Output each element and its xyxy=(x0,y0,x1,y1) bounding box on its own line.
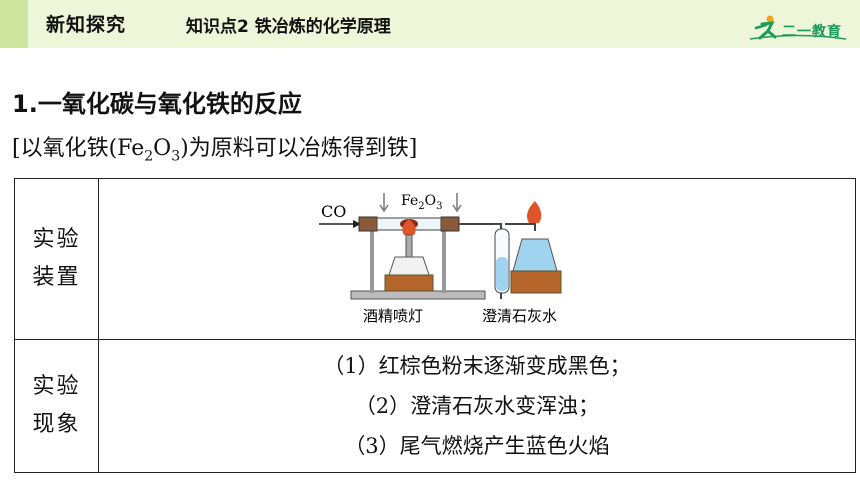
lamp-body xyxy=(388,256,430,276)
exhaust-wood-block xyxy=(510,270,562,294)
subheading: [以氧化铁(Fe2O3)为原料可以冶炼得到铁] xyxy=(12,130,417,164)
heat-arrow-left-icon xyxy=(379,193,389,213)
header-accent xyxy=(0,0,28,48)
observation-row: 实验 现象 （1）红棕色粉末逐渐变成黑色； （2）澄清石灰水变浑浊； （3）尾气… xyxy=(14,339,856,473)
observation-1: （1）红棕色粉末逐渐变成黑色； xyxy=(323,354,631,378)
fe2o3-label: Fe2O3 xyxy=(401,193,442,212)
limewater xyxy=(496,257,508,291)
apparatus-row: 实验 装置 CO Fe2O3 xyxy=(14,178,856,340)
lamp-nozzle xyxy=(405,234,413,258)
observation-3: （3）尾气燃烧产生蓝色火焰 xyxy=(344,434,610,458)
apparatus-diagram: CO Fe2O3 xyxy=(319,193,562,325)
apparatus-cell: CO Fe2O3 xyxy=(98,178,856,340)
lamp-label: 酒精喷灯 xyxy=(363,307,423,325)
stopper-left xyxy=(358,216,378,232)
observation-cell: （1）红棕色粉末逐渐变成黑色； （2）澄清石灰水变浑浊； （3）尾气燃烧产生蓝色… xyxy=(98,339,856,473)
subheading-pre: [以氧化铁(Fe xyxy=(12,136,145,161)
exhaust-flame xyxy=(527,201,542,223)
stand-pole-left xyxy=(370,217,374,293)
apparatus-label-line1: 实验 xyxy=(32,227,81,252)
logo-runner-icon xyxy=(749,15,847,40)
lamp-wood-block xyxy=(384,274,434,292)
observation-label-line1: 实验 xyxy=(32,374,81,399)
co-label: CO xyxy=(321,202,346,221)
header-bar xyxy=(0,0,860,48)
observation-2: （2）澄清石灰水变浑浊； xyxy=(354,394,600,418)
apparatus-label-line2: 装置 xyxy=(32,265,81,290)
logo-text: 二一教育 xyxy=(782,24,842,40)
subheading-sub1: 2 xyxy=(144,148,154,165)
apparatus-label: 实验 装置 xyxy=(14,178,99,340)
exhaust-tube xyxy=(505,223,536,231)
subheading-mid: O xyxy=(153,136,172,161)
section-title: 新知探究 xyxy=(46,14,127,36)
co-arrowhead-icon xyxy=(353,220,361,228)
exhaust-lamp-body xyxy=(512,238,558,272)
experiment-table: 实验 装置 CO Fe2O3 xyxy=(14,178,856,473)
subheading-sub2: 3 xyxy=(171,148,181,165)
page-heading: 1.一氧化碳与氧化铁的反应 xyxy=(12,90,302,118)
topic-title: 知识点2 铁冶炼的化学原理 xyxy=(186,17,391,37)
limewater-label: 澄清石灰水 xyxy=(482,307,557,325)
observation-label: 实验 现象 xyxy=(14,339,99,473)
heat-arrow-right-icon xyxy=(452,193,462,213)
stopper-right xyxy=(440,216,460,232)
stand-pole-right xyxy=(442,217,446,293)
lamp-flame xyxy=(402,219,416,235)
subheading-post: )为原料可以冶炼得到铁] xyxy=(180,136,418,161)
observation-label-line2: 现象 xyxy=(32,412,81,437)
